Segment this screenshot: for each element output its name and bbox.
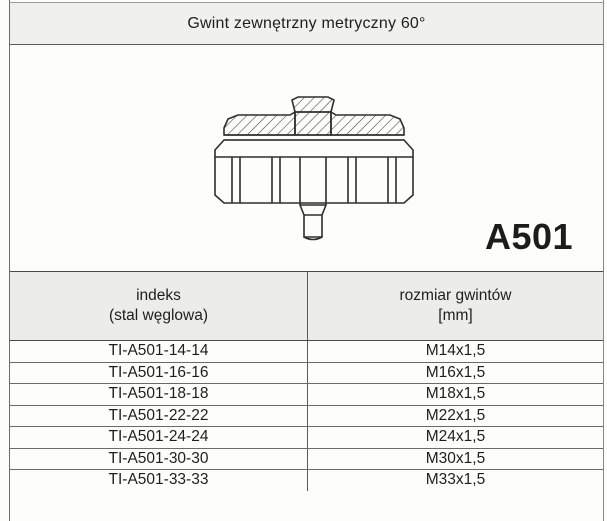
column-header-line: [mm] <box>438 307 473 324</box>
cell-thread-size: M14x1,5 <box>425 342 486 360</box>
spec-table: indeks (stal węglowa) rozmiar gwintów [m… <box>10 271 603 491</box>
product-code: A501 <box>485 216 574 257</box>
outline-lower <box>214 139 414 241</box>
frame-right-border <box>603 0 604 521</box>
cell-index: TI-A501-24-24 <box>10 427 308 448</box>
cell-thread-size: M30x1,5 <box>425 449 486 467</box>
column-header-line: (stal węglowa) <box>108 307 209 324</box>
column-header-index: indeks (stal węglowa) <box>10 272 308 340</box>
cell-index: TI-A501-18-18 <box>10 384 308 405</box>
cell-thread-size: M33x1,5 <box>425 471 486 489</box>
title-band: Gwint zewnętrzny metryczny 60° <box>10 3 603 45</box>
frame-left-border <box>9 0 10 521</box>
cell-index: TI-A501-14-14 <box>10 341 308 362</box>
table-row: TI-A501-16-16 M16x1,5 <box>10 362 603 384</box>
column-header-line: rozmiar gwintów <box>399 287 512 304</box>
column-header-thread-size: rozmiar gwintów [mm] <box>308 272 603 340</box>
table-row: TI-A501-33-33 M33x1,5 <box>10 470 603 491</box>
page-title: Gwint zewnętrzny metryczny 60° <box>187 14 426 32</box>
section-upper <box>223 96 405 136</box>
cell-thread-size: M18x1,5 <box>425 385 486 403</box>
table-header: indeks (stal węglowa) rozmiar gwintów [m… <box>10 272 603 341</box>
cell-index: TI-A501-30-30 <box>10 448 308 469</box>
fitting-drawing-icon <box>214 96 414 241</box>
table-row: TI-A501-24-24 M24x1,5 <box>10 427 603 449</box>
cell-index: TI-A501-22-22 <box>10 405 308 426</box>
table-row: TI-A501-18-18 M18x1,5 <box>10 384 603 406</box>
table-row: TI-A501-14-14 M14x1,5 <box>10 341 603 363</box>
cell-index: TI-A501-16-16 <box>10 362 308 383</box>
table-row: TI-A501-30-30 M30x1,5 <box>10 448 603 470</box>
cell-thread-size: M22x1,5 <box>425 406 486 424</box>
table-row: TI-A501-22-22 M22x1,5 <box>10 405 603 427</box>
cell-thread-size: M16x1,5 <box>425 363 486 381</box>
column-header-line: indeks <box>136 287 181 304</box>
frame-top-border <box>9 2 604 3</box>
drawing-area: A501 <box>10 45 603 270</box>
cell-thread-size: M24x1,5 <box>425 428 486 446</box>
cell-index: TI-A501-33-33 <box>10 470 308 491</box>
